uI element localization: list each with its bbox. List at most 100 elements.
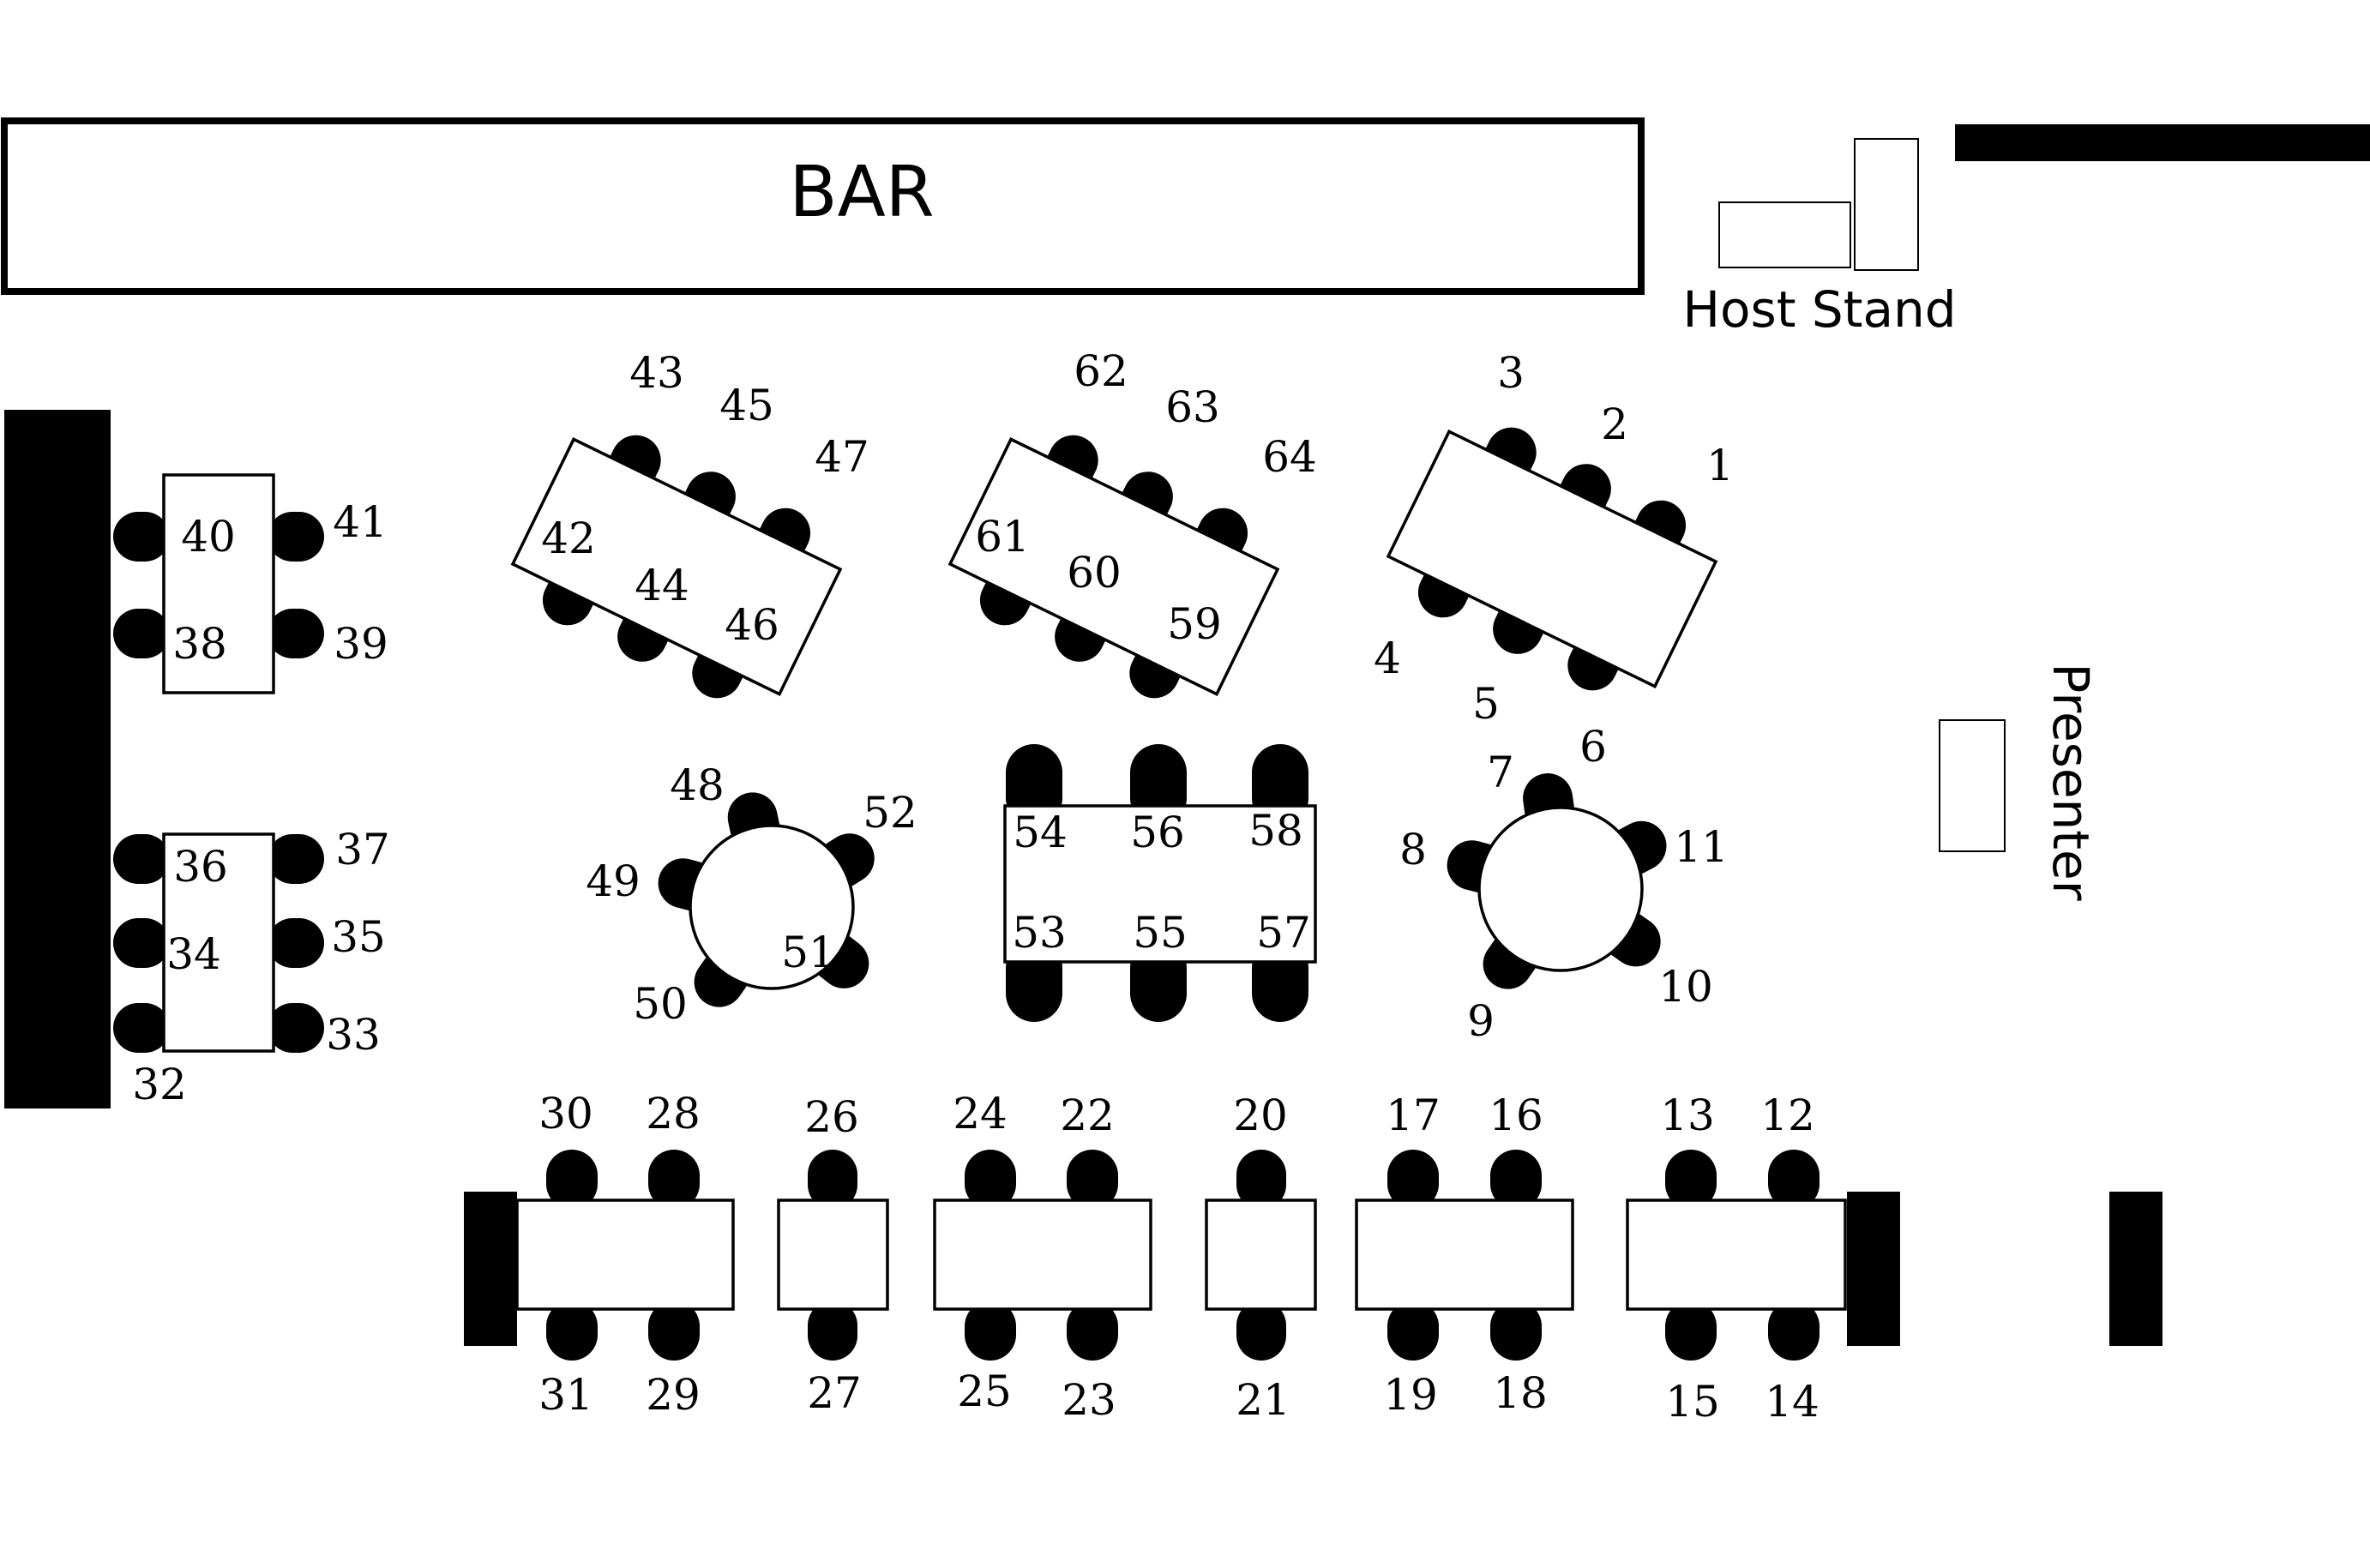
seat-label-4: 4: [1374, 634, 1401, 683]
chair-16[interactable]: [1490, 1150, 1542, 1210]
chair-18[interactable]: [1490, 1301, 1542, 1361]
chair-20[interactable]: [1236, 1150, 1286, 1210]
seat-label-25: 25: [957, 1367, 1012, 1416]
seat-label-33: 33: [326, 1010, 381, 1060]
table-7-11[interactable]: [1441, 770, 1675, 999]
seat-label-46: 46: [725, 600, 779, 650]
chair-37[interactable]: [268, 834, 324, 884]
seat-label-23: 23: [1062, 1375, 1116, 1425]
chair-29[interactable]: [648, 1301, 700, 1361]
presenter-podium[interactable]: [1939, 719, 2006, 852]
seat-label-15: 15: [1665, 1377, 1720, 1427]
table-top[interactable]: [1626, 1199, 1847, 1311]
seat-label-5: 5: [1472, 679, 1500, 729]
seat-label-12: 12: [1760, 1090, 1815, 1140]
seat-label-56: 56: [1130, 808, 1185, 857]
seat-label-20: 20: [1233, 1090, 1288, 1140]
chair-36[interactable]: [113, 834, 170, 884]
chair-15[interactable]: [1665, 1301, 1717, 1361]
chair-23[interactable]: [1067, 1301, 1118, 1361]
table-top[interactable]: [1386, 430, 1718, 688]
chair-17[interactable]: [1387, 1150, 1439, 1210]
chair-32[interactable]: [113, 1003, 170, 1053]
table-1-6[interactable]: [1374, 401, 1730, 716]
seat-label-9: 9: [1467, 996, 1495, 1046]
chair-26[interactable]: [808, 1150, 857, 1210]
table-top[interactable]: [689, 824, 855, 990]
chair-33[interactable]: [268, 1003, 324, 1053]
seat-label-30: 30: [538, 1089, 593, 1138]
table-26-27[interactable]: [777, 1150, 889, 1361]
seat-label-10: 10: [1658, 962, 1713, 1012]
chair-31[interactable]: [546, 1301, 598, 1361]
seat-label-39: 39: [334, 619, 388, 669]
seat-label-58: 58: [1248, 806, 1303, 856]
seat-label-48: 48: [670, 760, 725, 810]
table-53-58[interactable]: [1003, 744, 1317, 1022]
table-top[interactable]: [1003, 804, 1317, 964]
table-top[interactable]: [947, 437, 1280, 696]
seat-label-3: 3: [1497, 348, 1525, 398]
chair-35[interactable]: [268, 918, 324, 968]
table-59-64[interactable]: [935, 409, 1292, 724]
seat-label-11: 11: [1674, 822, 1729, 872]
seat-label-40: 40: [181, 512, 236, 562]
chair-30[interactable]: [546, 1150, 598, 1210]
chair-14[interactable]: [1768, 1301, 1820, 1361]
seat-label-17: 17: [1386, 1090, 1441, 1140]
chair-39[interactable]: [268, 609, 324, 658]
table-20-21[interactable]: [1205, 1150, 1317, 1361]
chair-24[interactable]: [965, 1150, 1016, 1210]
table-28-31[interactable]: [515, 1150, 735, 1361]
table-top[interactable]: [1355, 1199, 1574, 1311]
table-22-25[interactable]: [933, 1150, 1152, 1361]
seat-label-32: 32: [132, 1060, 187, 1109]
seat-label-13: 13: [1660, 1090, 1715, 1140]
table-top[interactable]: [777, 1199, 889, 1311]
chair-28[interactable]: [648, 1150, 700, 1210]
table-32-37[interactable]: [113, 832, 324, 1053]
seat-label-54: 54: [1013, 808, 1068, 857]
partition-far-right: [2109, 1192, 2162, 1346]
table-48-52[interactable]: [653, 788, 884, 1017]
chair-21[interactable]: [1236, 1301, 1286, 1361]
table-top[interactable]: [1205, 1199, 1317, 1311]
chair-22[interactable]: [1067, 1150, 1118, 1210]
table-top[interactable]: [162, 473, 275, 694]
chair-38[interactable]: [113, 609, 170, 658]
bar-counter[interactable]: [1, 117, 1645, 295]
top-right-wall: [1955, 124, 2370, 161]
seat-label-37: 37: [335, 825, 390, 874]
host-stand-podium[interactable]: [1854, 138, 1919, 271]
host-stand-desk[interactable]: [1718, 201, 1851, 268]
seat-label-31: 31: [538, 1370, 593, 1420]
table-top[interactable]: [515, 1199, 735, 1311]
seat-label-47: 47: [815, 432, 869, 482]
seat-label-34: 34: [166, 929, 221, 979]
table-16-19[interactable]: [1355, 1150, 1574, 1361]
seat-label-57: 57: [1256, 908, 1311, 958]
table-38-41[interactable]: [113, 473, 324, 694]
table-top[interactable]: [510, 437, 843, 696]
seat-label-18: 18: [1493, 1368, 1548, 1418]
chair-27[interactable]: [808, 1301, 857, 1361]
seat-label-28: 28: [646, 1089, 701, 1138]
seat-label-19: 19: [1383, 1370, 1438, 1420]
chair-13[interactable]: [1665, 1150, 1717, 1210]
table-top[interactable]: [933, 1199, 1152, 1311]
chair-12[interactable]: [1768, 1150, 1820, 1210]
seat-label-21: 21: [1236, 1375, 1290, 1425]
chair-34[interactable]: [113, 918, 170, 968]
table-12-15[interactable]: [1626, 1150, 1847, 1361]
chair-40[interactable]: [113, 512, 170, 562]
presenter-area: Presenter: [1939, 663, 2100, 901]
table-42-47[interactable]: [498, 409, 855, 724]
table-top[interactable]: [162, 832, 275, 1053]
partition-right: [1847, 1192, 1900, 1346]
chair-25[interactable]: [965, 1301, 1016, 1361]
chair-41[interactable]: [268, 512, 324, 562]
chair-19[interactable]: [1387, 1301, 1439, 1361]
table-top[interactable]: [1477, 806, 1644, 972]
seat-label-59: 59: [1167, 599, 1222, 649]
